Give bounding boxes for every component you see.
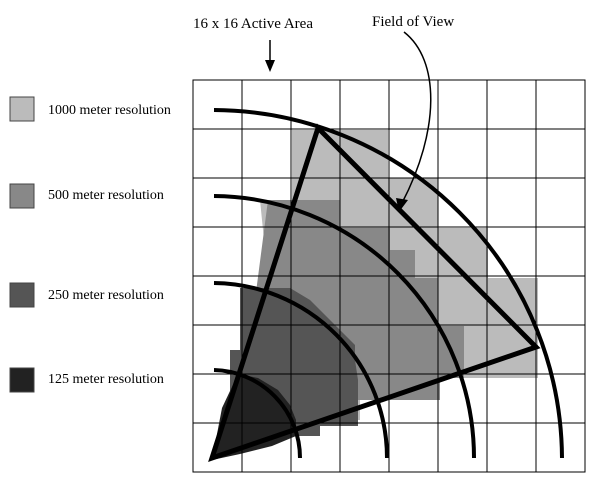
legend-item-250m: 250 meter resolution bbox=[9, 282, 164, 308]
active-area-label: 16 x 16 Active Area bbox=[193, 16, 313, 32]
active-area-arrow bbox=[265, 40, 275, 72]
legend-swatch-125m bbox=[9, 367, 35, 393]
grid bbox=[192, 79, 586, 473]
range-arc-4 bbox=[213, 108, 564, 459]
legend-item-125m: 125 meter resolution bbox=[9, 367, 164, 393]
legend-swatch-500m bbox=[9, 183, 35, 209]
range-arc-2 bbox=[213, 281, 389, 459]
legend-label-125m: 125 meter resolution bbox=[48, 372, 164, 387]
legend-item-500m: 500 meter resolution bbox=[9, 183, 164, 209]
legend-label-500m: 500 meter resolution bbox=[48, 188, 164, 203]
legend-label-1000m: 1000 meter resolution bbox=[48, 103, 171, 118]
legend: 1000 meter resolution 500 meter resoluti… bbox=[9, 96, 171, 393]
range-arcs bbox=[213, 108, 564, 459]
legend-item-1000m: 1000 meter resolution bbox=[9, 96, 171, 122]
legend-swatch-250m bbox=[9, 282, 35, 308]
resolution-regions bbox=[212, 130, 538, 460]
field-of-view-triangle bbox=[208, 123, 541, 462]
legend-label-250m: 250 meter resolution bbox=[48, 288, 164, 303]
field-of-view-label: Field of View bbox=[372, 14, 454, 30]
legend-swatch-1000m bbox=[9, 96, 35, 122]
field-of-view-arrow bbox=[396, 31, 432, 212]
range-arc-3 bbox=[213, 194, 476, 459]
range-arc-1 bbox=[213, 368, 302, 459]
